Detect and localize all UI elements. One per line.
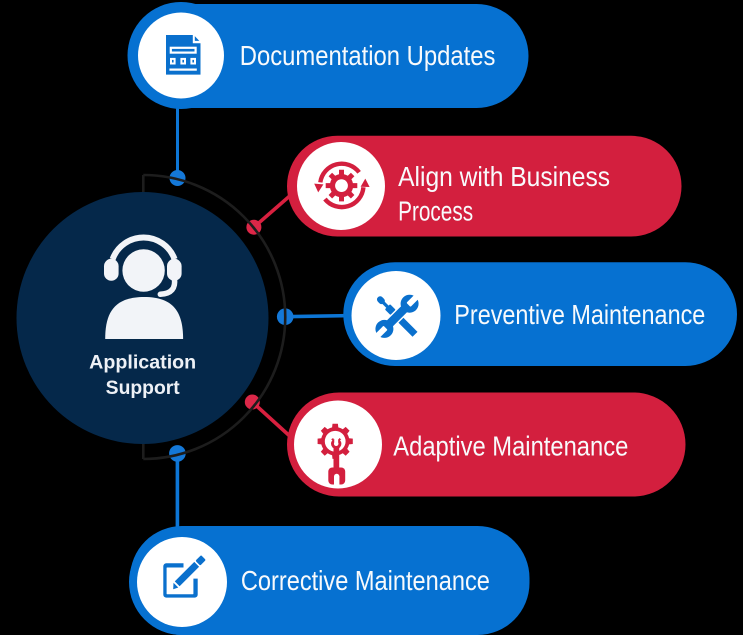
svg-text:Support: Support xyxy=(106,378,181,399)
svg-text:Align with Business: Align with Business xyxy=(398,160,610,192)
svg-text:Process: Process xyxy=(398,195,473,227)
svg-text:Corrective Maintenance: Corrective Maintenance xyxy=(241,564,490,596)
svg-text:Preventive Maintenance: Preventive Maintenance xyxy=(454,298,705,330)
svg-text:Application: Application xyxy=(89,353,196,374)
svg-text:Documentation Updates: Documentation Updates xyxy=(240,39,496,71)
svg-text:Adaptive Maintenance: Adaptive Maintenance xyxy=(393,430,628,462)
